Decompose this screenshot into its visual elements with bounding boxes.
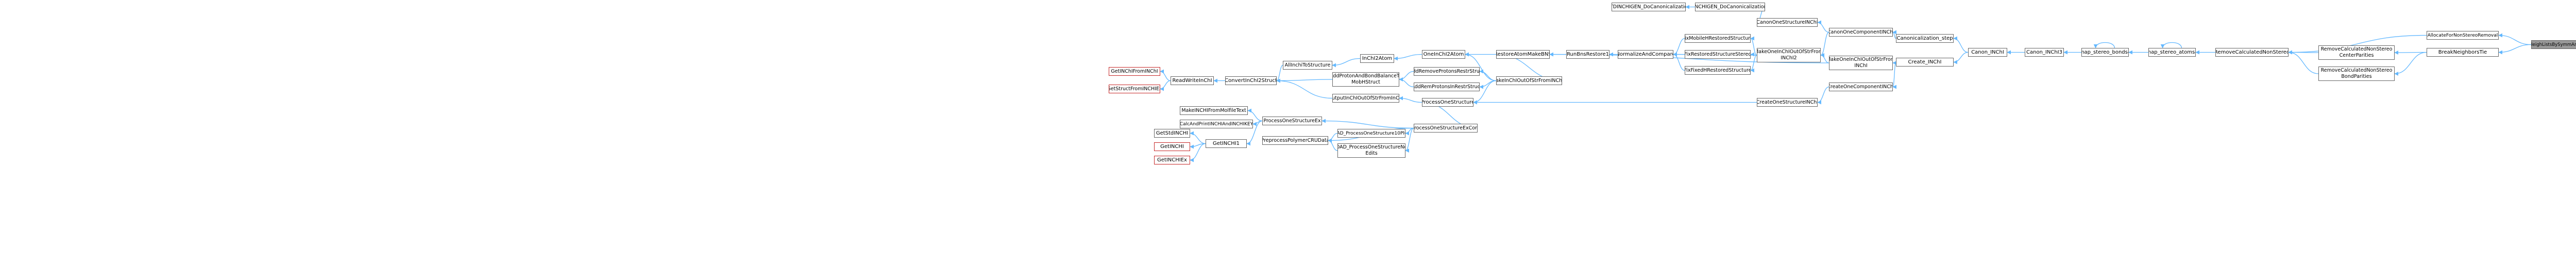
call-edge [1394,54,1422,61]
call-edge [1892,30,1897,39]
node-remove-calculated-nonstereo[interactable]: RemoveCalculatedNonStereo [2215,48,2289,57]
node-run-bns-restore1[interactable]: RunBnsRestore1 [1566,50,1609,59]
node-oad-process-one-structure-10plus[interactable]: OAD_ProcessOneStructure10Plus [1337,129,1405,138]
node-output-inchi-out-of-str-from-inchi[interactable]: OutputInChIOutOfStrFromInChI [1332,94,1399,103]
node-get-inchi-from-inchi[interactable]: GetINChIFromINChI [1109,67,1160,76]
node-add-remove-protons-restr-struct[interactable]: AddRemoveProtonsRestrStruct [1414,67,1480,76]
node-get-struct-from-inchi-ex[interactable]: GetStructFromINCHIEx [1109,85,1160,93]
node-get-inchi[interactable]: GetINCHI [1154,142,1190,151]
call-edge [1160,69,1171,81]
node-allocate-for-non-stereo-removal[interactable]: AllocateForNonStereoRemoval [2427,31,2499,40]
node-canonicalization-step[interactable]: Canonicalization_step [1896,34,1954,43]
node-read-write-inchi[interactable]: ReadWriteInChI [1171,76,1214,85]
node-oad-process-one-structure-no-edits[interactable]: OAD_ProcessOneStructureNo Edits [1337,143,1405,158]
call-edge [1328,138,1338,151]
node-preprocess-polymer-cru-data[interactable]: PreprocessPolymerCRUData [1262,136,1328,145]
call-edge [2160,42,2182,48]
call-edge [1399,96,1422,103]
node-make-inchi-out-of-str-from-inchi2[interactable]: MakeInChIOutOfStrFromINChI2 [1496,76,1562,85]
node-get-std-inchi[interactable]: GetStdINCHI [1154,129,1190,138]
node-create-inchi[interactable]: Create_INChI [1896,58,1954,67]
call-edge [1479,69,1497,81]
call-edge [1190,131,1206,144]
node-add-proton-and-bond-balance[interactable]: AddProtonAndBondBalanceTo MobHStruct [1332,72,1399,87]
call-edge [1892,61,1897,89]
call-edge [2394,52,2427,76]
node-remove-nonstereo-bond-parities[interactable]: RemoveCalculatedNonStereo BondParities [2318,67,2395,81]
node-create-one-component-inchi[interactable]: CreateOneComponentINChI [1829,82,1893,91]
call-edge [1328,133,1338,143]
node-make-one-inchi-out-of-str-from-inchi[interactable]: MakeOneInChIOutOfStrFrom INChI [1829,56,1893,70]
call-edge [1473,80,1497,105]
node-fix-fixed-h-restored-structure[interactable]: FixFixedHRestoredStructure [1685,66,1751,75]
node-remove-nonstereo-center-parities[interactable]: RemoveCalculatedNonStereo CenterParities [2318,45,2395,60]
call-edge [2288,50,2319,74]
node-map-stereo-atoms4[interactable]: map_stereo_atoms4 [2148,48,2196,57]
call-edge [1332,58,1361,68]
node-add-rem-protons-in-restr-struct[interactable]: AddRemProtonsInRestrStruct [1414,82,1480,91]
node-create-one-structure-inchi[interactable]: CreateOneStructureINChI [1757,98,1818,107]
call-edge [1750,36,1757,56]
call-edge [1247,108,1263,122]
node-sort-neigh-lists: SortNeighListsBySymmAndCanonRank [2531,40,2576,49]
call-edge [2498,44,2532,55]
node-normalize-and-compare[interactable]: NormalizeAndCompare [1618,50,1673,59]
node-process-one-structure-ex-core[interactable]: ProcessOneStructureExCore [1414,124,1478,133]
call-edge [1246,120,1263,146]
call-edge [1321,119,1414,129]
call-edge [2093,42,2115,48]
call-edge [1160,80,1171,91]
call-edge [1820,53,1829,63]
node-stdinchigen-do-canonicalization[interactable]: STDINCHIGEN_DoCanonicalization [1612,3,1686,11]
node-break-neighbors-tie[interactable]: BreakNeighborsTie [2427,48,2499,57]
call-edge [1276,78,1333,83]
call-edge [1750,55,1757,73]
node-make-inchi-from-molfile-text[interactable]: MakeINCHIFromMolfileText [1180,106,1248,115]
node-make-one-inchi-out-of-str-from-inchi2[interactable]: MakeOneInChIOutOfStrFrom INChI2 [1757,48,1821,62]
call-edge [1276,64,1283,83]
node-process-one-structure-ex[interactable]: ProcessOneStructureEx [1262,117,1322,125]
node-canon-inchi3[interactable]: Canon_INChI3 [2025,48,2064,57]
call-edge [1817,20,1829,33]
call-edge [2288,35,2427,55]
node-inchigen-do-canonicalization[interactable]: INCHIGEN_DoCanonicalization [1695,3,1765,11]
call-edge [1465,52,1497,81]
node-calc-and-print-inchi-and-inchikey[interactable]: CalcAndPrintINCHIAndINCHIKEY [1180,120,1253,128]
call-edge [1820,31,1829,57]
call-edge [2498,33,2532,45]
node-get-inchi-ex[interactable]: GetINCHIEx [1154,156,1190,164]
call-edge [1399,71,1414,81]
call-edge [1673,52,1685,71]
node-map-stereo-bonds4[interactable]: map_stereo_bonds4 [2081,48,2129,57]
node-process-one-structure[interactable]: ProcessOneStructure [1422,98,1473,107]
node-canon-one-structure-inchi[interactable]: CanonOneStructureINChI [1757,18,1818,27]
node-canon-one-component-inchi[interactable]: CanonOneComponentINChI [1829,28,1893,37]
node-convert-inchi2-struct[interactable]: ConvertInChI2Struct [1225,76,1277,85]
node-canon-inchi[interactable]: Canon_INChI [1968,48,2007,57]
call-edge [1276,78,1333,99]
node-restore-atom-make-bns[interactable]: RestoreAtomMakeBNS [1496,50,1550,59]
call-edge [1673,38,1685,57]
call-edge [1405,127,1414,153]
node-inchi2-atom[interactable]: InChI2Atom [1360,54,1394,63]
call-edge [1399,77,1414,88]
call-edge [1190,143,1206,162]
node-fix-mobile-h-restored-structure[interactable]: FixMobileHRestoredStructure [1685,34,1751,43]
node-get-inchi1[interactable]: GetINCHI1 [1206,139,1247,148]
node-all-inchi-to-structure[interactable]: AllInchiToStructure [1283,61,1332,70]
node-fix-restored-structure-stereo[interactable]: FixRestoredStructureStereo [1685,50,1751,59]
call-edge [1953,52,1969,64]
node-one-inchi2-atom[interactable]: OneInChI2Atom [1422,50,1465,59]
call-edge [1953,36,1969,53]
call-edge [1817,86,1829,105]
